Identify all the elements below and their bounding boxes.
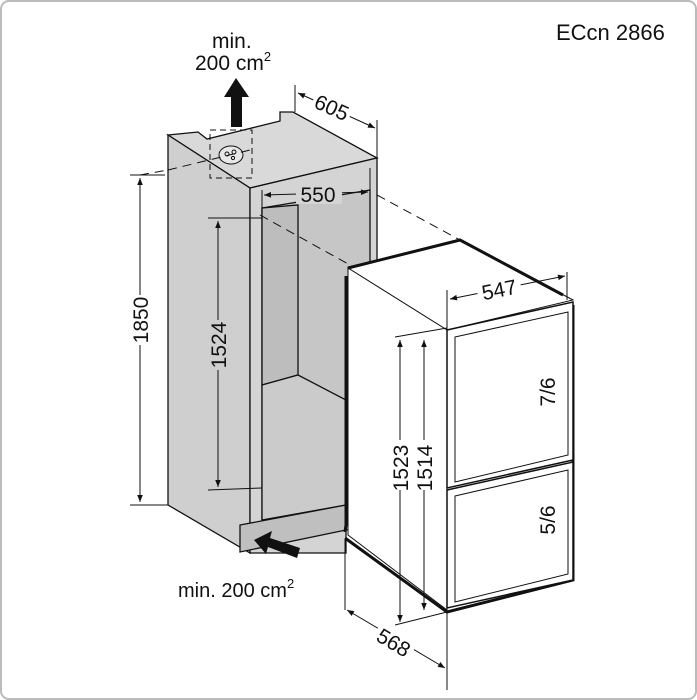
appliance-height-total-label: 1523	[390, 445, 413, 492]
niche-inner-height-label: 1524	[208, 321, 231, 368]
appliance-height-body-label: 1514	[414, 444, 437, 491]
upper-door-ratio: 7/6	[537, 377, 560, 406]
vent-grille-outline	[209, 129, 253, 179]
model-name: ECcn 2866	[556, 20, 665, 45]
niche-width-label: 550	[300, 184, 335, 207]
vent-top-label-1: min.	[212, 30, 252, 53]
vent-top-label-2: 200 cm2	[195, 49, 271, 75]
niche-height-label: 1850	[130, 297, 153, 344]
appliance	[343, 238, 575, 614]
vent-bottom-label: min. 200 cm2	[178, 576, 294, 602]
airflow-in-arrow	[254, 531, 300, 558]
lower-door-ratio: 5/6	[537, 505, 560, 534]
projection-lines	[139, 149, 461, 266]
airflow-up-arrow	[224, 78, 249, 127]
